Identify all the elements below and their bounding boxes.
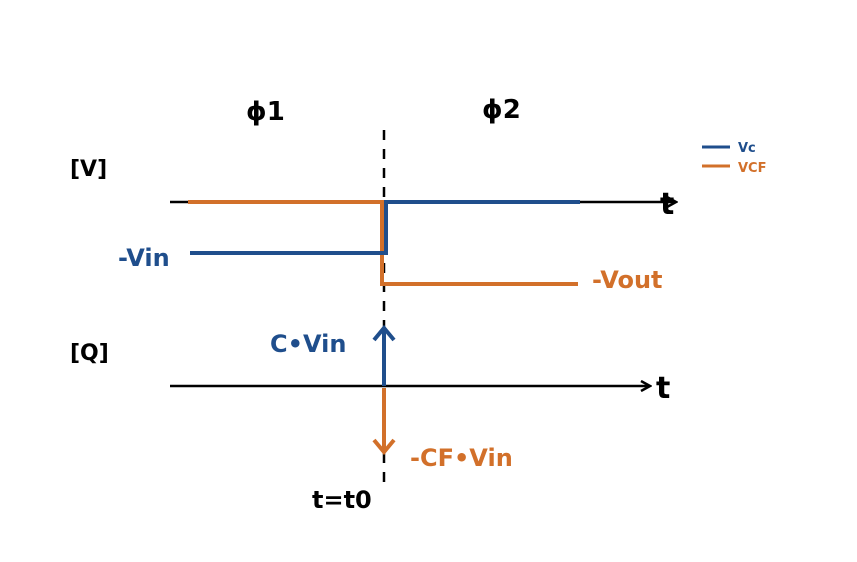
v-t-label: t <box>660 187 674 222</box>
v-axis-label: [V] <box>70 157 107 182</box>
phase2-label: ϕ2 <box>482 95 521 125</box>
arrow-down-icon <box>372 438 396 456</box>
vcf-waveform <box>188 200 578 286</box>
neg-vout-label: -Vout <box>592 266 663 294</box>
vc-waveform <box>190 200 580 255</box>
t0-label: t=t0 <box>312 486 372 514</box>
phase1-label: ϕ1 <box>246 97 285 127</box>
q-t-label: t <box>656 371 670 406</box>
neg-cf-vin-label: -CF•Vin <box>410 444 513 472</box>
legend-vcf-label: VCF <box>738 161 766 176</box>
legend: Vc VCF <box>702 141 766 176</box>
neg-vin-label: -Vin <box>118 244 170 272</box>
c-vin-label: C•Vin <box>270 330 346 358</box>
q-axis-label: [Q] <box>70 341 109 366</box>
arrow-up-icon <box>372 324 396 342</box>
legend-vc-label: Vc <box>738 141 756 156</box>
